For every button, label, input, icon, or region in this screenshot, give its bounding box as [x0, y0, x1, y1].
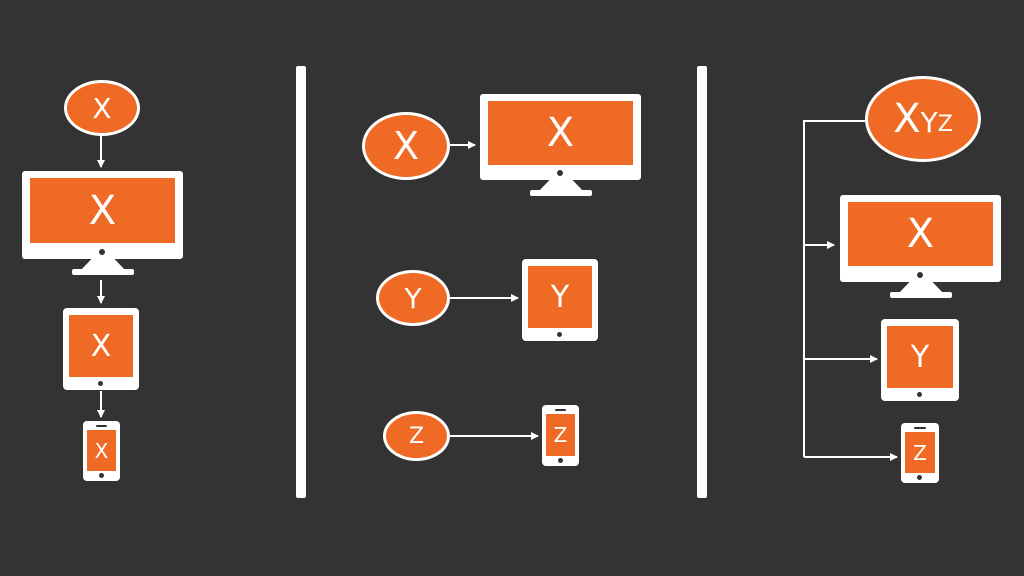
middle-circle-x: X — [362, 112, 450, 180]
middle-monitor: X — [480, 94, 641, 198]
right-phone: Z — [901, 423, 939, 483]
left-circle: X — [64, 80, 140, 136]
middle-phone-label: Z — [553, 423, 568, 447]
right-monitor-label: X — [906, 211, 935, 257]
middle-circle-x-label: X — [392, 124, 420, 168]
right-circle-x: X — [893, 96, 921, 142]
left-phone: X — [83, 421, 120, 481]
divider-right — [697, 66, 707, 498]
right-circle-z: Z — [937, 111, 953, 137]
middle-monitor-label: X — [546, 110, 575, 156]
middle-circle-z: Z — [383, 411, 450, 461]
right-tablet-label: Y — [910, 339, 930, 375]
left-monitor-label: X — [88, 187, 117, 234]
middle-circle-y: Y — [376, 270, 450, 326]
right-monitor: X — [840, 195, 1001, 300]
right-tablet: Y — [881, 319, 959, 401]
left-tablet-label: X — [90, 328, 112, 364]
middle-tablet: Y — [522, 259, 598, 341]
left-phone-label: X — [94, 438, 109, 463]
left-tablet: X — [63, 308, 139, 390]
middle-circle-y-label: Y — [404, 281, 422, 315]
divider-left — [296, 66, 306, 498]
bracket-right — [803, 120, 865, 457]
left-circle-label: X — [92, 91, 112, 125]
right-circle-y: Y — [920, 105, 938, 139]
middle-circle-z-label: Z — [408, 423, 425, 449]
middle-tablet-label: Y — [550, 279, 570, 315]
right-phone-label: Z — [913, 440, 927, 465]
left-monitor: X — [22, 171, 183, 276]
middle-phone: Z — [542, 405, 579, 466]
